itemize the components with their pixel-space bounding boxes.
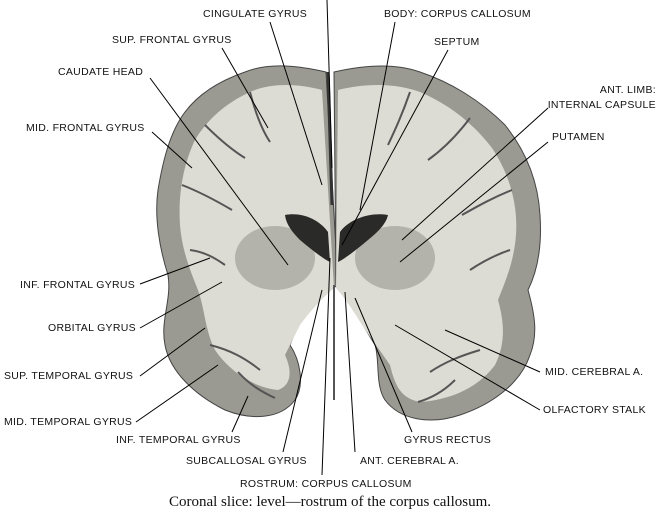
label-subcallosal-gyrus: SUBCALLOSAL GYRUS <box>186 455 307 467</box>
label-orbital-gyrus: ORBITAL GYRUS <box>48 322 136 334</box>
label-inf-temporal-gyrus: INF. TEMPORAL GYRUS <box>116 434 241 446</box>
label-mid-frontal-gyrus: MID. FRONTAL GYRUS <box>26 122 145 134</box>
label-sup-temporal-gyrus: SUP. TEMPORAL GYRUS <box>4 370 134 382</box>
leader-lines <box>135 0 549 476</box>
label-ant-limb-internal-capsule-line2: INTERNAL CAPSULE <box>547 99 656 111</box>
label-body-corpus-callosum: BODY: CORPUS CALLOSUM <box>384 8 531 20</box>
left-lateral-ventricle <box>285 214 330 262</box>
label-sup-frontal-gyrus: SUP. FRONTAL GYRUS <box>112 34 232 46</box>
label-inf-frontal-gyrus: INF. FRONTAL GYRUS <box>20 279 136 291</box>
label-ant-cerebral-a: ANT. CEREBRAL A. <box>360 455 459 467</box>
label-gyrus-rectus: GYRUS RECTUS <box>404 434 492 446</box>
label-rostrum-corpus-callosum: ROSTRUM: CORPUS CALLOSUM <box>240 478 412 490</box>
label-olfactory-stalk: OLFACTORY STALK <box>543 404 646 416</box>
right-lateral-ventricle <box>338 214 388 262</box>
label-cingulate-gyrus: CINGULATE GYRUS <box>203 8 308 20</box>
label-ant-limb-internal-capsule-line1: ANT. LIMB: <box>599 84 656 96</box>
label-septum: SEPTUM <box>434 36 480 48</box>
label-caudate-head: CAUDATE HEAD <box>58 66 144 78</box>
figure-caption: Coronal slice: level—rostrum of the corp… <box>168 494 491 510</box>
interhemispheric-fissure <box>326 71 334 206</box>
label-mid-temporal-gyrus: MID. TEMPORAL GYRUS <box>4 416 133 428</box>
label-putamen: PUTAMEN <box>552 131 605 143</box>
left-caudate-putamen <box>235 226 315 290</box>
right-caudate-putamen <box>355 226 435 290</box>
label-mid-cerebral-a: MID. CEREBRAL A. <box>545 366 644 378</box>
